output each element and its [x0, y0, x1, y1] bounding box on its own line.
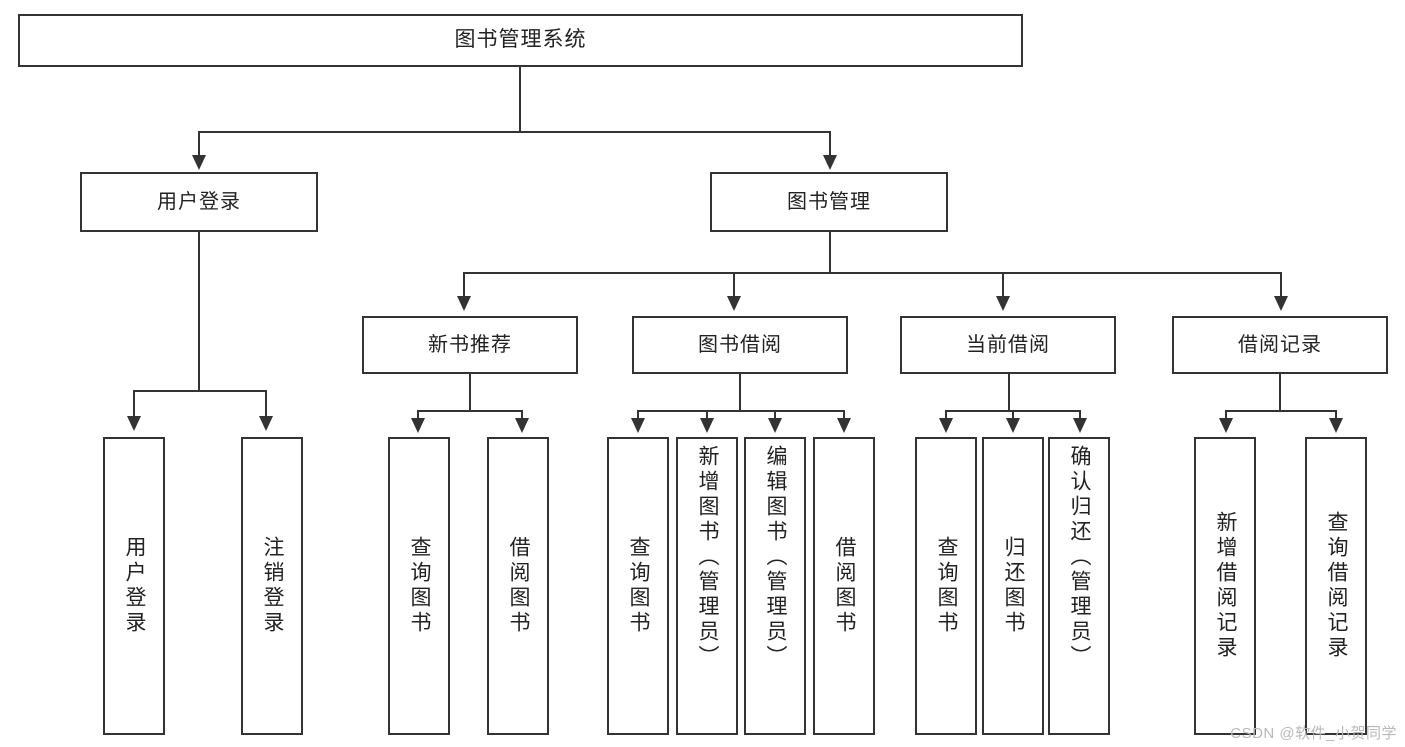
node-label: 查询图书: [627, 536, 651, 636]
connector-borrow-record-bus: [1225, 410, 1335, 412]
connector-root-to-user-login: [198, 131, 200, 157]
connector-root-to-book-manage: [829, 131, 831, 157]
connector-user-login-bus: [133, 390, 265, 392]
connector-to-current-borrow: [1002, 272, 1004, 298]
watermark-text: CSDN @软件_小贺同学: [1230, 725, 1397, 742]
arrowhead-leaf-query-book-2: [631, 418, 645, 433]
leaf-user-login[interactable]: 用户登录: [103, 437, 165, 735]
node-label: 新书推荐: [428, 333, 512, 356]
connector-book-borrow-branch-1: [637, 410, 639, 420]
arrowhead-leaf-confirm-return: [1073, 418, 1087, 433]
connector-to-book-borrow: [733, 272, 735, 298]
connector-borrow-record-branch-1: [1225, 410, 1227, 420]
arrowhead-leaf-add-book: [700, 418, 714, 433]
leaf-confirm-return[interactable]: 确认归还（管理员）: [1048, 437, 1110, 735]
leaf-query-book-borrow[interactable]: 查询图书: [607, 437, 669, 735]
arrowhead-leaf-borrow-book-2: [837, 418, 851, 433]
node-label: 图书管理: [787, 190, 871, 213]
node-label: 新增借阅记录: [1214, 511, 1238, 661]
leaf-add-borrow-record[interactable]: 新增借阅记录: [1194, 437, 1256, 735]
leaf-logout[interactable]: 注销登录: [241, 437, 303, 735]
node-book-manage[interactable]: 图书管理: [710, 172, 948, 232]
connector-new-book-stem: [469, 374, 471, 410]
leaf-query-borrow-record[interactable]: 查询借阅记录: [1305, 437, 1367, 735]
node-borrow-record[interactable]: 借阅记录: [1172, 316, 1388, 374]
node-book-borrow[interactable]: 图书借阅: [632, 316, 848, 374]
leaf-return-book[interactable]: 归还图书: [982, 437, 1044, 735]
arrowhead-leaf-add-record: [1219, 418, 1233, 433]
node-label: 借阅图书: [833, 536, 857, 636]
connector-current-borrow-stem: [1008, 374, 1010, 410]
arrowhead-user-login: [192, 155, 206, 170]
arrowhead-leaf-logout: [259, 416, 273, 431]
node-label: 查询借阅记录: [1325, 511, 1349, 661]
connector-book-borrow-stem: [739, 374, 741, 410]
leaf-query-book-current[interactable]: 查询图书: [915, 437, 977, 735]
node-label: 用户登录: [123, 536, 147, 636]
arrowhead-new-book: [457, 296, 471, 311]
node-label: 归还图书: [1002, 536, 1026, 636]
leaf-query-book-recommend[interactable]: 查询图书: [388, 437, 450, 735]
arrowhead-leaf-query-book-1: [411, 418, 425, 433]
node-label: 查询图书: [935, 536, 959, 636]
leaf-edit-book[interactable]: 编辑图书（管理员）: [744, 437, 806, 735]
node-label: 注销登录: [261, 536, 285, 636]
connector-book-borrow-branch-2: [706, 410, 708, 420]
connector-book-manage-stem: [829, 232, 831, 272]
connector-book-borrow-bus: [637, 410, 844, 412]
connector-current-borrow-branch-2: [1012, 410, 1014, 420]
arrowhead-leaf-user-login: [127, 416, 141, 431]
arrowhead-current-borrow: [996, 296, 1010, 311]
node-label: 查询图书: [408, 536, 432, 636]
node-root-system[interactable]: 图书管理系统: [18, 14, 1023, 67]
connector-to-new-book: [463, 272, 465, 298]
arrowhead-borrow-record: [1274, 296, 1288, 311]
node-label: 新增图书（管理员）: [696, 445, 720, 670]
connector-user-login-stem: [198, 232, 200, 390]
node-label: 借阅记录: [1238, 333, 1322, 356]
node-label: 当前借阅: [966, 333, 1050, 356]
connector-new-book-branch-1: [417, 410, 419, 420]
node-new-book-recommend[interactable]: 新书推荐: [362, 316, 578, 374]
connector-book-manage-bus: [463, 272, 1280, 274]
arrowhead-leaf-borrow-book-1: [515, 418, 529, 433]
arrowhead-leaf-edit-book: [768, 418, 782, 433]
connector-new-book-bus: [417, 410, 521, 412]
connector-borrow-record-branch-2: [1335, 410, 1337, 420]
arrowhead-book-manage: [823, 155, 837, 170]
connector-book-borrow-branch-4: [843, 410, 845, 420]
arrowhead-book-borrow: [727, 296, 741, 311]
connector-root-bus: [198, 131, 831, 133]
arrowhead-leaf-return-book: [1006, 418, 1020, 433]
node-label: 编辑图书（管理员）: [764, 445, 788, 670]
node-label: 借阅图书: [507, 536, 531, 636]
connector-root-stem: [519, 67, 521, 131]
node-user-login[interactable]: 用户登录: [80, 172, 318, 232]
connector-user-login-branch-1: [133, 390, 135, 418]
connector-new-book-branch-2: [521, 410, 523, 420]
leaf-add-book[interactable]: 新增图书（管理员）: [676, 437, 738, 735]
arrowhead-leaf-query-book-3: [939, 418, 953, 433]
node-label: 图书管理系统: [454, 28, 587, 52]
connector-current-borrow-branch-3: [1079, 410, 1081, 420]
connector-user-login-branch-2: [265, 390, 267, 418]
node-current-borrow[interactable]: 当前借阅: [900, 316, 1116, 374]
arrowhead-leaf-query-record: [1329, 418, 1343, 433]
connector-borrow-record-stem: [1279, 374, 1281, 410]
connector-current-borrow-branch-1: [945, 410, 947, 420]
leaf-borrow-book[interactable]: 借阅图书: [813, 437, 875, 735]
connector-book-borrow-branch-3: [774, 410, 776, 420]
node-label: 确认归还（管理员）: [1068, 445, 1092, 670]
leaf-borrow-book-recommend[interactable]: 借阅图书: [487, 437, 549, 735]
node-label: 用户登录: [157, 190, 241, 213]
connector-to-borrow-record: [1280, 272, 1282, 298]
node-label: 图书借阅: [698, 333, 782, 356]
